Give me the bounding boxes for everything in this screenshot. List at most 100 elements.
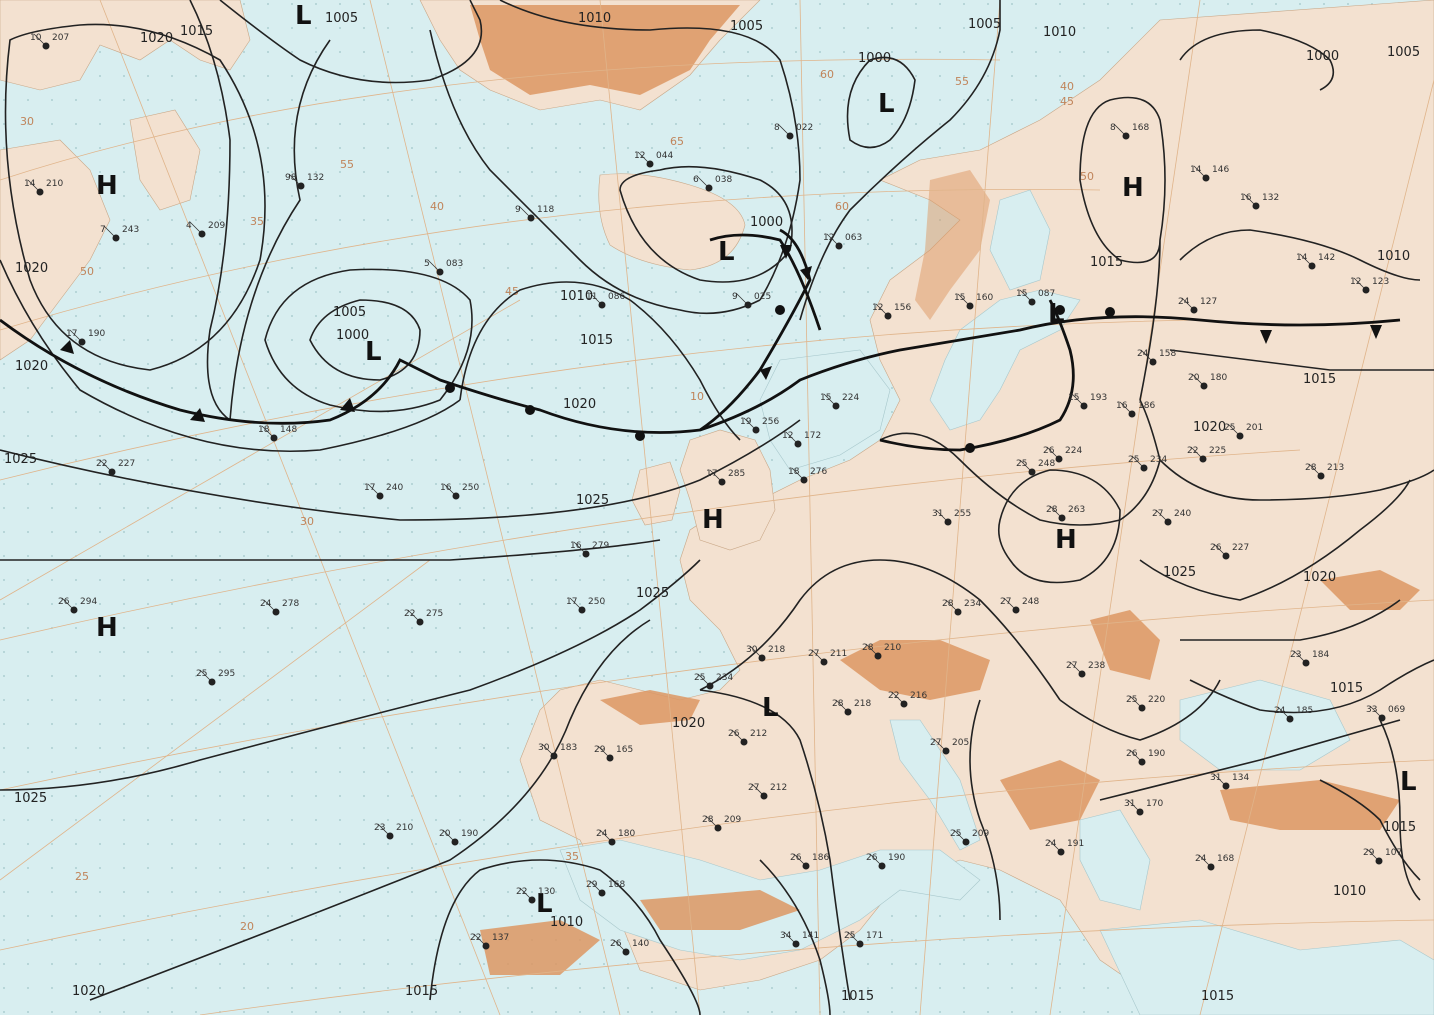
station-temperature: 25 bbox=[950, 829, 961, 839]
station-temperature: 29 bbox=[586, 880, 598, 890]
isobar-label: 1020 bbox=[672, 716, 705, 731]
atlas bbox=[640, 890, 800, 930]
station-pressure: 087 bbox=[1038, 289, 1055, 299]
station-temperature: 25 bbox=[844, 931, 855, 941]
station-temperature: 25 bbox=[1224, 423, 1235, 433]
station-pressure: 025 bbox=[754, 292, 771, 302]
isobar-label: 1005 bbox=[968, 17, 1001, 32]
station-model: 25 201 bbox=[1224, 423, 1263, 440]
station-temperature: 22 bbox=[888, 691, 899, 701]
lat-label: 30 bbox=[300, 515, 314, 528]
station-pressure: 201 bbox=[1246, 423, 1263, 433]
isobar bbox=[1319, 779, 1421, 881]
lat-label: 35 bbox=[250, 215, 264, 228]
isobar-label: 1005 bbox=[1387, 45, 1420, 60]
station-pressure: 180 bbox=[618, 829, 635, 839]
station-temperature: 27 bbox=[930, 738, 941, 748]
station-temperature: 24 bbox=[1195, 854, 1207, 864]
station-circle bbox=[800, 476, 808, 484]
station-pressure: 238 bbox=[1088, 661, 1105, 671]
station-pressure: 127 bbox=[1200, 297, 1217, 307]
station-circle bbox=[820, 658, 828, 666]
isobar-label: 1025 bbox=[4, 452, 37, 467]
isobar-label: 1020 bbox=[1303, 570, 1336, 585]
isobar-label: 1020 bbox=[15, 359, 48, 374]
station-temperature: 11 bbox=[586, 292, 597, 302]
station-pressure: 210 bbox=[46, 179, 63, 189]
station-temperature: 16 bbox=[440, 483, 452, 493]
lat-label: 60 bbox=[835, 200, 849, 213]
station-pressure: 137 bbox=[492, 933, 509, 943]
station-circle bbox=[1236, 432, 1244, 440]
station-temperature: 16 bbox=[1116, 401, 1128, 411]
station-circle bbox=[954, 608, 962, 616]
station-temperature: 27 bbox=[808, 649, 819, 659]
station-circle bbox=[1128, 410, 1136, 418]
low-center: L bbox=[1048, 299, 1065, 329]
cold-front bbox=[879, 299, 1075, 452]
isobar-label: 1010 bbox=[1377, 249, 1410, 264]
station-temperature: 31 bbox=[932, 509, 943, 519]
station-pressure: 218 bbox=[768, 645, 785, 655]
station-circle bbox=[1308, 262, 1316, 270]
station-circle bbox=[1375, 857, 1383, 865]
station-pressure: 263 bbox=[1068, 505, 1085, 515]
isobar-label: 1000 bbox=[750, 215, 783, 230]
station-circle bbox=[646, 160, 654, 168]
station-temperature: 24 bbox=[1178, 297, 1190, 307]
station-circle bbox=[744, 301, 752, 309]
newfoundland-coast bbox=[129, 109, 201, 211]
station-pressure: 218 bbox=[854, 699, 871, 709]
east-med bbox=[1099, 919, 1434, 1015]
station-pressure: 209 bbox=[972, 829, 989, 839]
station-temperature: 12 bbox=[823, 233, 834, 243]
station-circle bbox=[1140, 464, 1148, 472]
station-circle bbox=[1058, 514, 1066, 522]
station-circle bbox=[608, 838, 616, 846]
station-pressure: 142 bbox=[1318, 253, 1335, 263]
station-temperature: 30 bbox=[746, 645, 758, 655]
station-temperature: 22 bbox=[96, 459, 107, 469]
station-pressure: 069 bbox=[1388, 705, 1405, 715]
lat-label: 20 bbox=[240, 920, 254, 933]
station-temperature: 22 bbox=[516, 887, 527, 897]
station-temperature: 25 bbox=[694, 673, 705, 683]
station-pressure: 234 bbox=[964, 599, 981, 609]
station-temperature: 30 bbox=[538, 743, 550, 753]
station-pressure: 172 bbox=[804, 431, 821, 441]
low-center: L bbox=[295, 1, 312, 31]
isobar bbox=[1079, 96, 1166, 401]
caucasus bbox=[1320, 570, 1420, 610]
graticule-labels: 30 35 40 45 50 55 60 65 60 55 50 45 40 3… bbox=[20, 68, 1094, 933]
isobar-label: 1015 bbox=[1303, 372, 1336, 387]
station-circle bbox=[714, 824, 722, 832]
adriatic bbox=[889, 719, 981, 851]
station-circle bbox=[1252, 202, 1260, 210]
isobar bbox=[499, 0, 801, 301]
station-circle bbox=[786, 132, 794, 140]
isobar-label: 1015 bbox=[580, 333, 613, 348]
station-pressure: 190 bbox=[1148, 749, 1165, 759]
station-temperature: 28 bbox=[1046, 505, 1058, 515]
gulf-of-bothnia bbox=[989, 189, 1051, 291]
station-temperature: 12 bbox=[634, 151, 645, 161]
